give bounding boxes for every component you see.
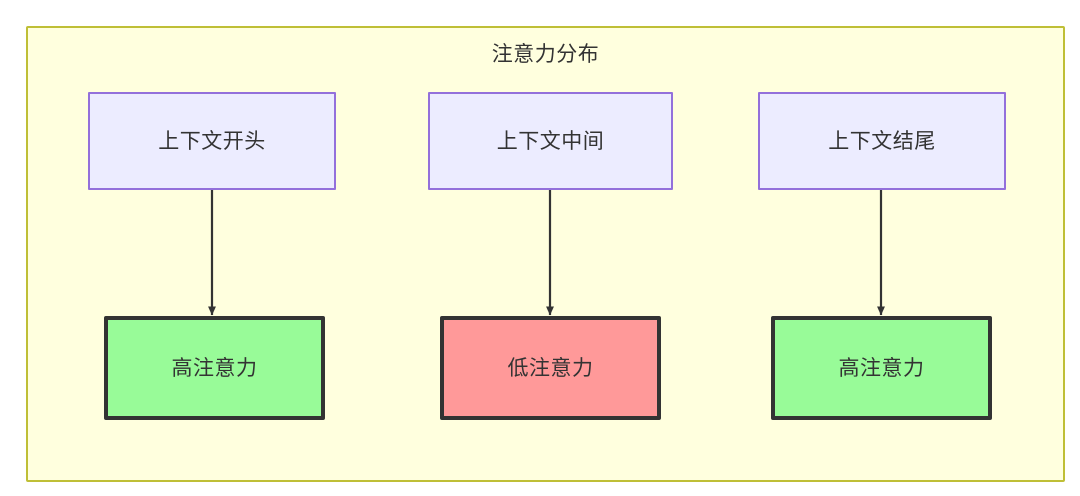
node-attention-end[interactable]: 高注意力	[771, 316, 992, 420]
node-attention-start[interactable]: 高注意力	[104, 316, 325, 420]
node-context-middle[interactable]: 上下文中间	[428, 92, 673, 190]
subgraph-title: 注意力分布	[491, 43, 600, 66]
node-context-start[interactable]: 上下文开头	[88, 92, 336, 190]
node-attention-middle[interactable]: 低注意力	[440, 316, 661, 420]
node-context-end[interactable]: 上下文结尾	[758, 92, 1006, 190]
